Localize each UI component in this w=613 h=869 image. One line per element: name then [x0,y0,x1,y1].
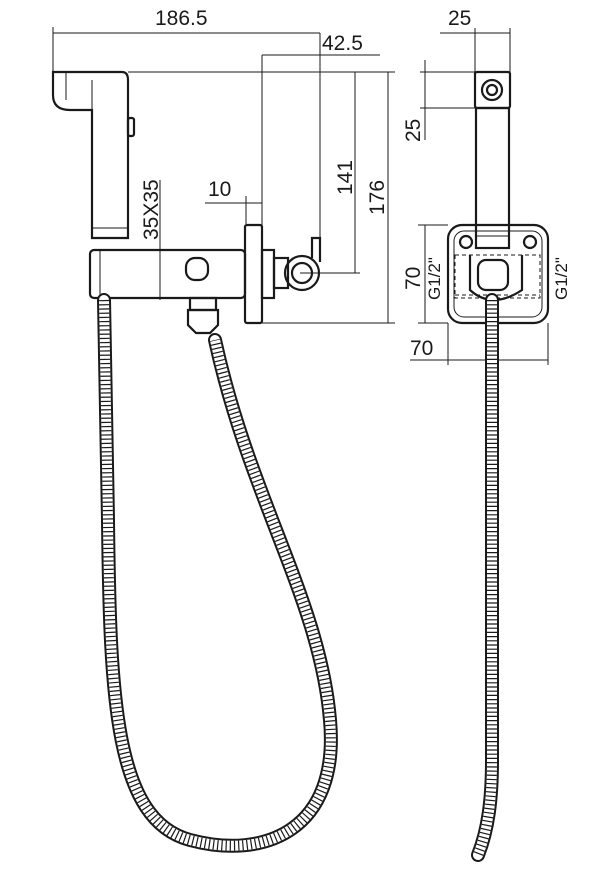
dim-label-186-5: 186.5 [155,7,208,30]
spray-head-front [473,70,512,250]
dim-label-10: 10 [208,178,231,201]
dim-label-141: 141 [334,160,357,195]
dim-label-25-side: 25 [402,119,425,142]
dim-label-25-top: 25 [448,7,471,30]
thread-label-right: G1/2" [552,257,571,300]
dim-label-70-horizontal: 70 [410,337,433,360]
dim-head-width: 25 [440,7,511,72]
holder [272,236,322,292]
dim-label-42-5: 42.5 [322,32,363,55]
dim-overall-height: 176 [366,72,389,323]
mixer-body [88,223,276,335]
thread-label-left: G1/2" [425,257,444,300]
spray-head [51,70,136,240]
dim-overall-length: 186.5 [52,7,321,240]
front-view: 25 25 70 70 G1/2" G1/2" [402,7,571,862]
side-view: 186.5 42.5 141 176 10 [51,7,395,853]
dim-head-depth: 25 [402,60,475,142]
hose-side [97,293,338,853]
dim-label-176: 176 [366,180,389,215]
dim-wall-thickness: 10 [205,178,262,224]
dim-label-35x35: 35X35 [140,179,163,240]
dim-holder-offset: 42.5 [261,32,380,230]
hose-front [471,293,499,862]
dim-holder-height: 141 [334,72,357,273]
dim-plate-height: 70 [402,224,448,324]
dim-plate-width: 70 [410,323,549,365]
dim-label-70-vertical: 70 [402,267,425,290]
